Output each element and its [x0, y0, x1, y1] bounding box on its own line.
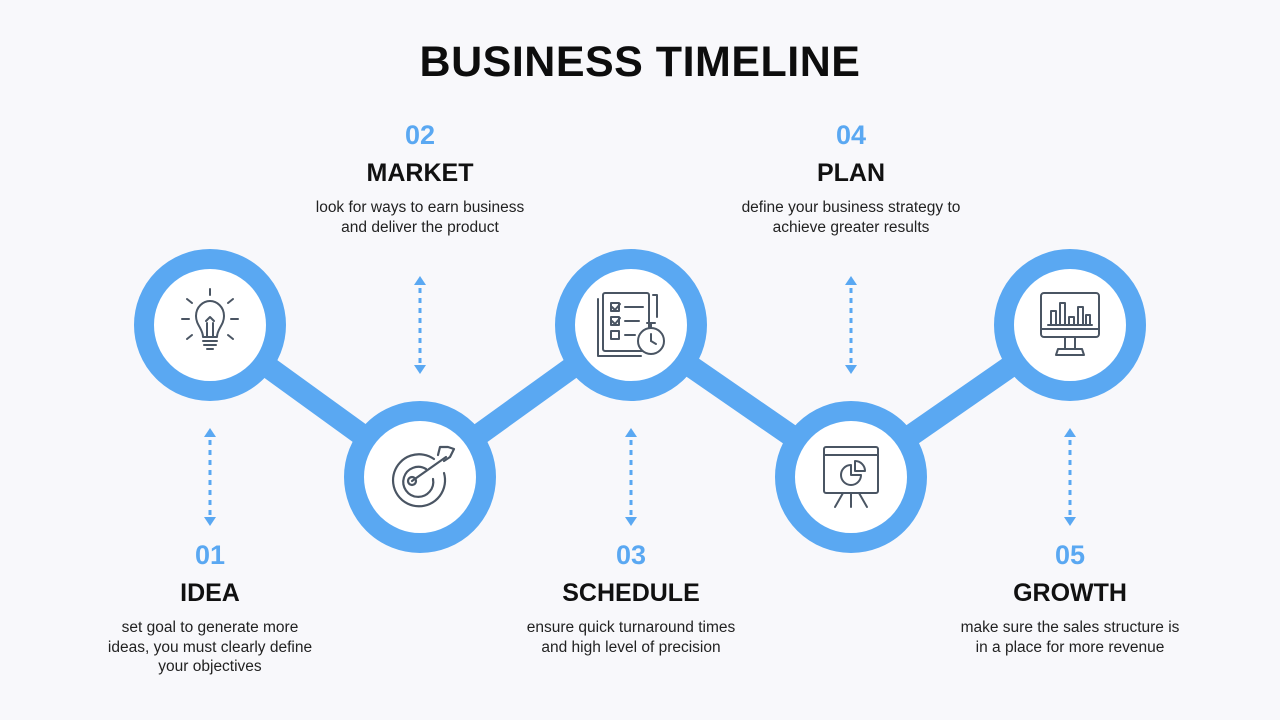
node-circle-4 [775, 401, 927, 553]
arrow-step-5 [1064, 428, 1076, 526]
step-title: IDEA [180, 579, 240, 607]
step-description: set goal to generate more ideas, you mus… [107, 619, 313, 675]
step-description: look for ways to earn business and deliv… [315, 199, 525, 236]
step-title: GROWTH [1013, 579, 1127, 607]
target-icon [391, 445, 456, 508]
step-schedule: 03 SCHEDULE ensure quick turnaround time… [521, 540, 741, 657]
step-description: make sure the sales structure is in a pl… [960, 619, 1180, 656]
step-market: 02 MARKET look for ways to earn business… [310, 120, 530, 237]
step-number: 05 [1054, 540, 1086, 570]
monitor-chart-icon [1040, 292, 1100, 356]
step-title: SCHEDULE [562, 579, 700, 607]
arrow-step-3 [625, 428, 637, 526]
step-title: MARKET [366, 159, 474, 187]
step-number: 02 [404, 120, 436, 150]
step-idea: 01 IDEA set goal to generate more ideas,… [100, 540, 320, 677]
step-number: 01 [194, 540, 226, 570]
step-description: ensure quick turnaround times and high l… [526, 619, 736, 656]
step-growth: 05 GROWTH make sure the sales structure … [960, 540, 1180, 657]
lightbulb-icon [181, 288, 239, 350]
timeline-arrows [204, 276, 1076, 526]
arrow-step-1 [204, 428, 216, 526]
node-circle-1 [134, 249, 286, 401]
step-number: 04 [835, 120, 867, 150]
node-circle-2 [344, 401, 496, 553]
presentation-board-icon [823, 446, 879, 508]
arrow-step-4 [845, 276, 857, 374]
timeline-nodes [134, 249, 1146, 553]
step-number: 03 [615, 540, 647, 570]
node-circle-3 [555, 249, 707, 401]
step-description: define your business strategy to achieve… [741, 199, 961, 236]
step-plan: 04 PLAN define your business strategy to… [741, 120, 961, 237]
checklist-stopwatch-icon [597, 292, 665, 357]
step-title: PLAN [816, 159, 886, 187]
arrow-step-2 [414, 276, 426, 374]
page-title: BUSINESS TIMELINE [419, 38, 861, 86]
